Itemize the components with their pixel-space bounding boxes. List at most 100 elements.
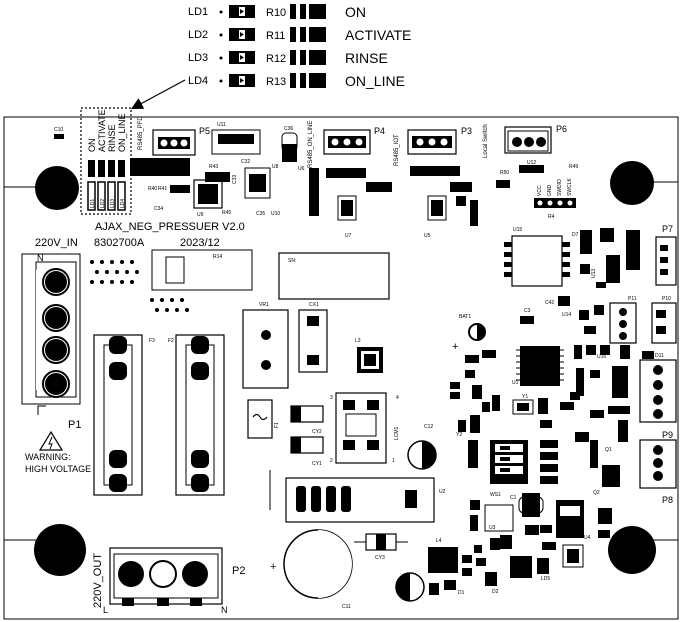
svg-text:C32: C32 [241, 159, 250, 165]
svg-text:F2: F2 [168, 338, 174, 344]
connector-p7 [655, 236, 677, 286]
legend: LD1 R10 ON LD2 R11 ACTIVATE LD3 R12 RINS… [188, 4, 411, 89]
svg-text:R49: R49 [569, 164, 578, 170]
svg-text:RS485_PFD: RS485_PFD [138, 116, 144, 150]
connector-p10 [651, 302, 677, 344]
svg-text:SWDIO: SWDIO [557, 179, 563, 196]
led-block-label-2: ACTIVATE [97, 109, 107, 152]
svg-text:F3: F3 [149, 338, 155, 344]
svg-text:SWCLK: SWCLK [567, 178, 573, 196]
led-block-label-3: RINSE [107, 124, 117, 152]
pad-pattern [90, 260, 189, 312]
svg-text:R50: R50 [500, 170, 509, 176]
connector-p2 [109, 547, 223, 606]
svg-text:U8: U8 [272, 164, 279, 170]
swd-header: VCC GND SWDIO SWCLK R4 [534, 178, 576, 220]
svg-text:C12: C12 [424, 424, 433, 430]
svg-text:D11: D11 [655, 353, 664, 359]
svg-text:C11: C11 [342, 604, 351, 610]
svg-text:N: N [37, 253, 44, 263]
legend-row-2: LD2 R11 ACTIVATE [188, 27, 411, 43]
svg-text:LD3: LD3 [110, 199, 116, 208]
resistor-bank-mid: U7 U5 [309, 166, 472, 239]
svg-text:BAT1: BAT1 [459, 314, 471, 320]
board-date: 2023/12 [180, 237, 220, 249]
warning-text: HIGH VOLTAGE [25, 464, 91, 474]
svg-text:R45: R45 [222, 210, 231, 216]
svg-text:LD5: LD5 [541, 576, 550, 582]
svg-text:U15: U15 [513, 227, 522, 233]
inductor-l4 [428, 547, 458, 573]
svg-text:LD1: LD1 [90, 199, 96, 208]
svg-text:1: 1 [392, 458, 395, 464]
svg-text:3: 3 [330, 395, 333, 401]
legend-led-2: LD2 [188, 29, 208, 41]
connector-p8 [639, 439, 677, 489]
output-label: 220V_OUT [92, 553, 104, 608]
svg-text:R43: R43 [209, 164, 218, 170]
svg-text:U16: U16 [597, 354, 606, 360]
svg-text:U11: U11 [217, 122, 226, 128]
svg-text:Q1: Q1 [605, 447, 612, 453]
legend-row-3: LD3 R12 RINSE [188, 50, 388, 66]
svg-text:C36: C36 [284, 126, 293, 132]
svg-text:C10: C10 [54, 127, 63, 133]
varistor-vr1 [242, 309, 289, 389]
legend-row-1: LD1 R10 ON [188, 4, 366, 20]
svg-text:SN:: SN: [288, 258, 296, 264]
connector-p5 [152, 129, 196, 156]
connector-p5-label: P5 [199, 126, 210, 136]
mounting-hole-br [608, 526, 656, 574]
ic-u15 [511, 235, 563, 287]
svg-text:L: L [103, 605, 108, 615]
connector-p4 [323, 129, 371, 155]
svg-text:LD4: LD4 [120, 199, 126, 208]
legend-led-3: LD3 [188, 52, 208, 64]
svg-text:C13: C13 [397, 586, 406, 592]
legend-label-2: ACTIVATE [345, 27, 411, 43]
smd-components-right [450, 180, 630, 576]
sn-label-box [278, 252, 390, 300]
svg-text:U9: U9 [197, 212, 204, 218]
svg-text:C33: C33 [232, 175, 238, 184]
svg-text:2: 2 [330, 458, 333, 464]
connector-p7-label: P7 [662, 224, 673, 234]
connector-p11 [609, 302, 637, 344]
svg-text:4: 4 [396, 395, 399, 401]
svg-text:WS1: WS1 [490, 492, 501, 498]
svg-text:F1: F1 [274, 422, 280, 428]
warning: WARNING: HIGH VOLTAGE [25, 430, 91, 474]
connector-p6-label: P6 [556, 124, 567, 134]
svg-text:GND: GND [547, 185, 553, 197]
legend-label-3: RINSE [345, 50, 388, 66]
svg-text:N: N [221, 605, 228, 615]
connector-p4-label: P4 [374, 126, 385, 136]
legend-res-3: R12 [266, 53, 286, 65]
svg-text:R14: R14 [213, 254, 222, 260]
mounting-hole-tl [35, 166, 79, 210]
svg-text:Local Switch: Local Switch [483, 124, 489, 158]
svg-text:U4: U4 [584, 535, 591, 541]
legend-label-4: ON_LINE [345, 73, 405, 89]
connector-p8-label: P8 [662, 495, 673, 505]
connector-p1 [21, 253, 81, 405]
svg-text:C34: C34 [154, 206, 163, 212]
svg-text:LD2: LD2 [100, 199, 106, 208]
svg-text:+: + [270, 561, 276, 573]
legend-res-2: R11 [266, 30, 285, 42]
led-block [80, 107, 132, 215]
legend-res-1: R10 [266, 7, 286, 19]
svg-text:U6: U6 [298, 166, 305, 172]
board-name: AJAX_NEG_PRESSUER V2.0 [95, 221, 245, 233]
legend-res-4: R13 [266, 76, 286, 88]
warning-title: WARNING: [25, 452, 71, 462]
svg-text:CX1: CX1 [309, 302, 319, 308]
led-block-label-4: ON_LINE [117, 113, 127, 152]
svg-text:CY2: CY2 [312, 429, 322, 435]
fuse-f2: F2 [168, 334, 225, 496]
connector-p3 [407, 129, 457, 155]
svg-text:Q2: Q2 [593, 490, 600, 496]
svg-text:+: + [452, 341, 458, 353]
svg-text:C3: C3 [524, 308, 531, 314]
